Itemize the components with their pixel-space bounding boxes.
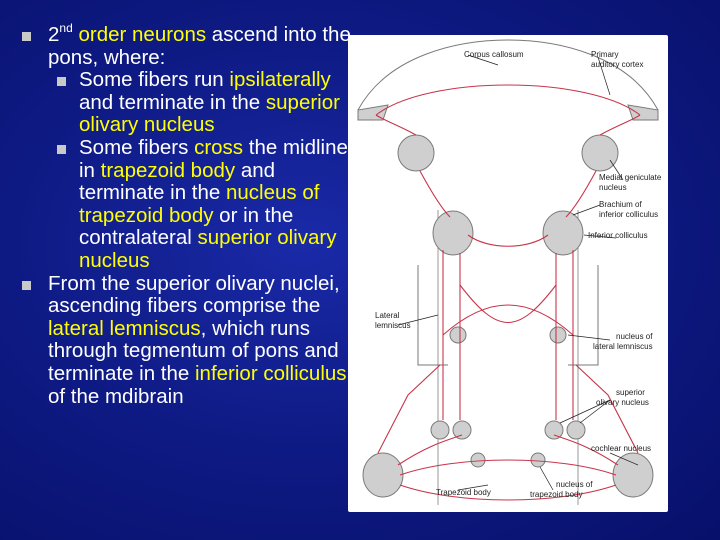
cortex-left — [357, 104, 389, 121]
sub-bullet-ipsilateral: Some fibers run ipsilaterally and termin… — [48, 68, 362, 137]
leader-tb — [457, 484, 489, 491]
leader-nll — [567, 334, 611, 341]
pathway-brachium-left — [419, 170, 451, 218]
pathway-cochlear-right — [553, 434, 619, 466]
square-bullet-icon — [57, 144, 66, 154]
superior-olive-right-2 — [566, 420, 586, 440]
label-superior-olivary-2: olivary nucleus — [596, 398, 649, 407]
bullet2-highlight-2: inferior colliculus — [195, 361, 347, 385]
sub2-text-4: or in the contralateral — [79, 203, 294, 250]
leader-auditory — [597, 56, 611, 96]
label-medial-geniculate-2: nucleus — [599, 183, 627, 192]
brainstem-outline — [437, 210, 579, 505]
square-bullet-icon — [22, 280, 31, 290]
slide-text: 2nd order neurons ascend into the pons, … — [22, 21, 362, 409]
bullet2-text-3: of the mdibrain — [48, 384, 184, 408]
stem-step-left — [417, 265, 448, 366]
label-lateral-lemniscus-1: Lateral — [375, 311, 400, 320]
leader-cochlear — [609, 452, 639, 466]
inferior-colliculus-right — [542, 210, 584, 256]
pathway-cortex-left — [375, 114, 417, 136]
leader-mgn — [609, 159, 624, 181]
sub-bullet-cross: Some fibers cross the midline in trapezo… — [48, 135, 362, 273]
superior-olive-right-1 — [544, 420, 564, 440]
label-trapezoid-body: Trapezoid body — [436, 488, 491, 497]
label-superior-olivary-1: superior — [616, 388, 645, 397]
cochlear-nucleus-left — [362, 452, 404, 498]
tb-nucleus-left — [470, 452, 486, 468]
tb-nucleus-right — [530, 452, 546, 468]
label-corpus-callosum: Corpus callosum — [464, 50, 524, 59]
bullet1-highlight: order neurons — [72, 23, 207, 46]
square-bullet-icon — [57, 77, 66, 87]
bullet-item-second-order-neurons: 2nd order neurons ascend into the pons, … — [22, 21, 362, 273]
sub2-text-3: and terminate in the — [79, 158, 276, 205]
inferior-colliculus-left — [432, 210, 474, 256]
leader-corpus — [467, 54, 499, 66]
stem-step-right — [568, 265, 599, 366]
label-nucleus-ll-2: lateral lemniscus — [593, 342, 653, 351]
bullet2-highlight-1: lateral lemniscus — [48, 316, 201, 340]
leader-brachium — [572, 204, 601, 216]
sub2-text-1: Some fibers — [79, 135, 195, 159]
pathway-trapezoid — [399, 484, 617, 501]
cochlear-nucleus-right — [612, 452, 654, 498]
label-nucleus-tb-2: trapezoid body — [530, 490, 582, 499]
sub1-text-1: Some fibers run — [79, 68, 230, 92]
ll-nucleus-right — [549, 326, 567, 344]
bullet1-prefix: 2 — [48, 23, 60, 46]
leader-so — [559, 399, 611, 424]
sub2-highlight-3: nucleus of trapezoid body — [79, 181, 320, 227]
auditory-pathway-diagram: Corpus callosum Primary auditory cortex … — [348, 35, 668, 512]
ll-nucleus-left — [449, 326, 467, 344]
pathway-brachium-right — [565, 170, 597, 218]
label-brachium-1: Brachium of — [599, 200, 642, 209]
pathway-cross-1 — [442, 304, 574, 336]
leader-ic — [583, 234, 617, 239]
pathway-cortex-arc — [375, 84, 641, 116]
label-primary-auditory-2: auditory cortex — [591, 60, 643, 69]
sub2-highlight-4: superior olivary nucleus — [79, 226, 337, 272]
sub1-text-2: and terminate in the — [79, 90, 266, 114]
label-inferior-colliculus: Inferior colliculus — [588, 231, 648, 240]
pathway-cochlear-up-left — [377, 364, 441, 454]
label-cochlear-nucleus: cochlear nucleus — [591, 444, 651, 453]
superior-olive-left-2 — [452, 420, 472, 440]
pathway-cochlear-up-right — [575, 364, 639, 454]
bullet-item-lateral-lemniscus: From the superior olivary nuclei, ascend… — [22, 271, 362, 409]
medial-geniculate-left — [397, 134, 435, 172]
label-lateral-lemniscus-2: lemniscus — [375, 321, 411, 330]
bullet2-text-1: From the superior olivary nuclei, ascend… — [48, 271, 340, 318]
superior-olive-left-1 — [430, 420, 450, 440]
label-brachium-2: inferior colliculus — [599, 210, 658, 219]
cortex-right — [627, 104, 659, 121]
sub2-text-2: the midline in — [79, 135, 348, 182]
square-bullet-icon — [22, 32, 31, 41]
label-nucleus-tb-1: nucleus of — [556, 480, 593, 489]
bullet1-text: ascend into the pons, where: — [48, 23, 351, 69]
sub1-highlight-2: superior olivary nucleus — [79, 90, 340, 137]
cortex-outline — [357, 39, 659, 111]
bullet1-superscript: nd — [59, 21, 73, 35]
label-nucleus-ll-1: nucleus of — [616, 332, 653, 341]
leader-ll — [397, 314, 439, 326]
auditory-pathway-svg: Corpus callosum Primary auditory cortex … — [357, 39, 662, 505]
pathway-cochlear-left — [397, 434, 463, 466]
sub2-highlight-1: cross — [194, 135, 244, 159]
label-primary-auditory-1: Primary — [591, 50, 619, 59]
sub1-highlight-1: ipsilaterally — [229, 68, 331, 92]
pathway-cross-2 — [459, 284, 557, 323]
pathway-cortex-right — [599, 114, 641, 136]
bullet2-text-2: , which runs through tegmentum of pons a… — [48, 316, 339, 385]
medial-geniculate-right — [581, 134, 619, 172]
label-medial-geniculate-1: Medial geniculate — [599, 173, 662, 182]
sub2-highlight-2: trapezoid body — [100, 158, 236, 182]
pathway-ic-cross — [467, 234, 549, 247]
leader-ntb — [539, 466, 554, 491]
pathway-trapezoid-2 — [399, 459, 617, 476]
